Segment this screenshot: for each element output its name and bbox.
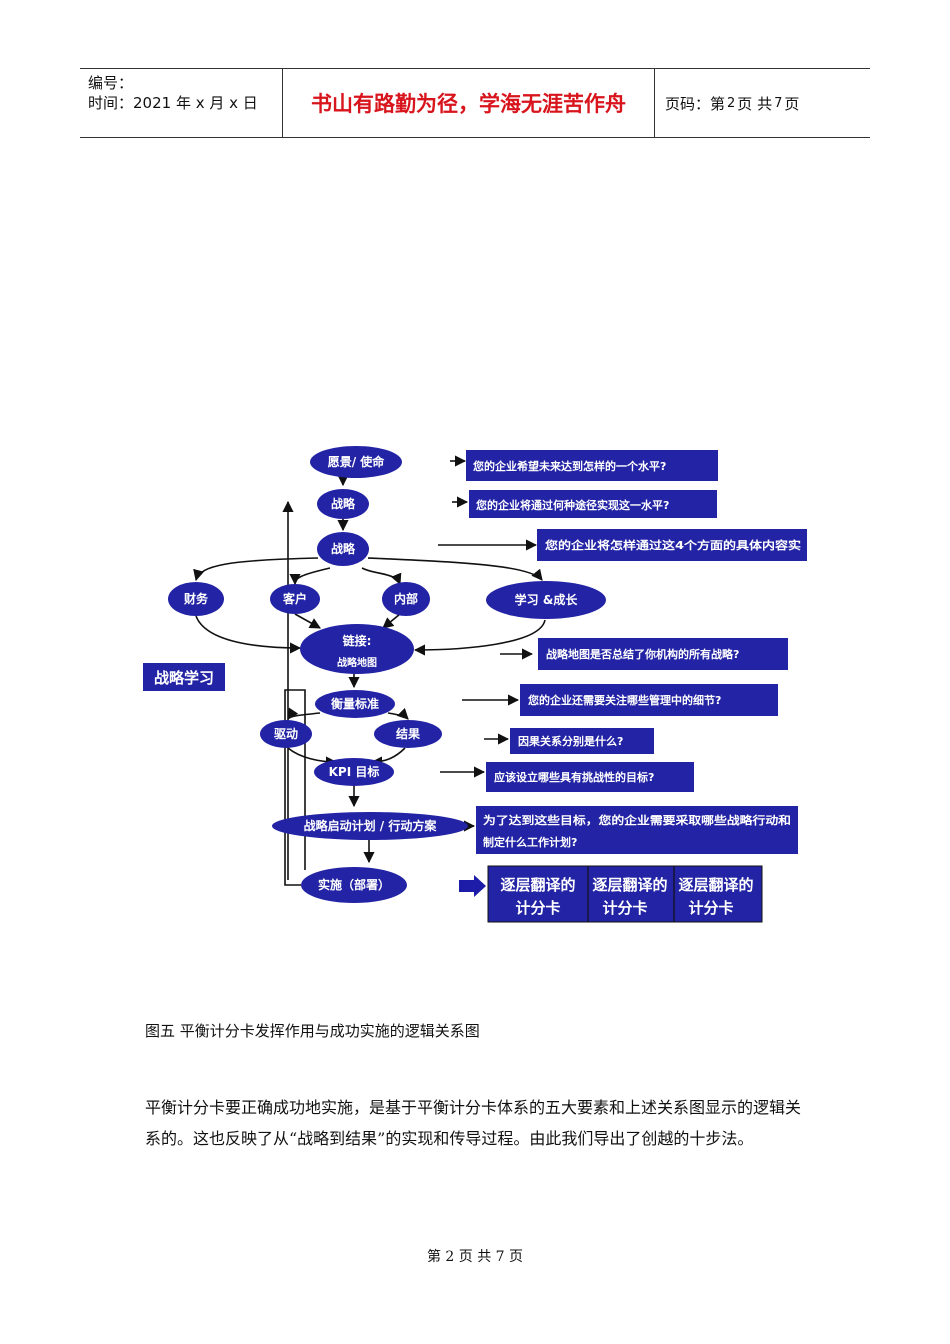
node-customer-label: 客户	[282, 591, 307, 606]
time-line: 时间：2021 年 x 月 x 日	[88, 94, 258, 112]
node-customer	[270, 584, 320, 614]
question-8-text-1: 为了达到这些目标，您的企业需要采取哪些战略行动和	[483, 813, 791, 827]
node-strategy1-label: 战略	[331, 496, 356, 511]
header-meta: 编号： 时间：2021 年 x 月 x 日	[80, 69, 282, 137]
node-strategy2-label: 战略	[331, 541, 356, 556]
page-footer: 第 2 页 共 7 页	[0, 1246, 950, 1266]
serial-label: 编号：	[88, 74, 134, 92]
question-box-5	[520, 684, 778, 716]
header-motto: 书山有路勤为径，学海无涯苦作舟	[282, 69, 655, 137]
question-8-text-2: 制定什么工作计划?	[483, 835, 577, 849]
node-link	[300, 624, 414, 674]
node-implement-label: 实施（部署）	[318, 877, 390, 892]
node-kpi	[314, 758, 394, 786]
question-box-3	[537, 529, 807, 561]
node-strategy1	[317, 489, 369, 519]
node-finance	[168, 582, 224, 616]
cascade-2-line1: 逐层翻译的	[592, 876, 667, 894]
node-strategy2	[317, 532, 369, 566]
question-box-4	[538, 638, 788, 670]
question-2-text: 您的企业将通过何种途径实现这一水平?	[476, 498, 669, 512]
footer-total: 7	[495, 1249, 505, 1265]
node-measures-label: 衡量标准	[331, 696, 379, 711]
node-finance-label: 财务	[183, 591, 209, 606]
node-driver	[260, 720, 312, 748]
header-page-info: 页码：第 2 页 共 7 页	[655, 69, 870, 137]
question-1-text: 您的企业希望未来达到怎样的一个水平?	[473, 459, 666, 473]
question-4-text: 战略地图是否总结了你机构的所有战略?	[546, 647, 739, 661]
footer-prefix: 第	[426, 1249, 441, 1265]
question-box-1	[466, 450, 718, 481]
diagram-connectors	[193, 455, 546, 886]
cascade-scorecards	[487, 865, 763, 923]
question-box-6	[510, 728, 654, 754]
question-3-text: 您的企业将怎样通过这4个方面的具体内容实	[545, 538, 801, 552]
side-label: 战略学习	[154, 669, 214, 687]
node-link-label-2: 战略地图	[337, 656, 377, 669]
question-7-text: 应该设立哪些具有挑战性的目标?	[494, 770, 654, 784]
question-6-text: 因果关系分别是什么?	[518, 734, 623, 748]
page-prefix: 页码：第	[665, 94, 726, 113]
node-link-label-1: 链接:	[343, 633, 372, 648]
cascade-1-line1: 逐层翻译的	[500, 876, 575, 894]
page-suffix: 页	[784, 94, 800, 113]
cascade-1-line2: 计分卡	[515, 899, 560, 917]
page-header: 编号： 时间：2021 年 x 月 x 日 书山有路勤为径，学海无涯苦作舟 页码…	[80, 68, 870, 138]
node-learning-label: 学习 &成长	[515, 592, 579, 607]
diagram-nodes	[168, 446, 606, 903]
question-box-8	[476, 806, 798, 854]
node-implement	[301, 867, 407, 903]
node-initiatives	[272, 812, 468, 840]
node-internal-label: 内部	[394, 591, 418, 606]
node-kpi-label: KPI 目标	[329, 764, 380, 779]
node-learning	[486, 581, 606, 619]
cascade-2-line2: 计分卡	[602, 899, 647, 917]
node-result-label: 结果	[396, 726, 420, 741]
node-vision	[310, 446, 402, 478]
figure-caption: 图五 平衡计分卡发挥作用与成功实施的逻辑关系图	[145, 1022, 480, 1040]
side-label-box	[143, 663, 225, 691]
node-internal	[382, 582, 430, 616]
node-initiatives-label: 战略启动计划 / 行动方案	[304, 818, 438, 833]
cascade-3-line2: 计分卡	[688, 899, 733, 917]
question-boxes	[466, 450, 807, 854]
footer-mid: 页 共	[458, 1249, 492, 1265]
page-total: 7	[774, 95, 783, 111]
node-vision-label: 愿景/ 使命	[328, 454, 386, 469]
question-box-7	[486, 762, 694, 792]
question-box-2	[469, 490, 717, 518]
node-driver-label: 驱动	[274, 727, 298, 741]
footer-suffix: 页	[509, 1249, 524, 1265]
footer-current: 2	[445, 1249, 455, 1265]
cascade-3-line1: 逐层翻译的	[678, 876, 753, 894]
body-paragraph: 平衡计分卡要正确成功地实施，是基于平衡计分卡体系的五大要素和上述关系图显示的逻辑…	[145, 1098, 802, 1148]
cascade-arrow	[459, 875, 486, 897]
question-5-text: 您的企业还需要关注哪些管理中的细节?	[528, 693, 721, 707]
node-result	[374, 720, 442, 748]
node-measures	[315, 690, 395, 718]
page-mid: 页 共	[737, 94, 773, 113]
page-current: 2	[727, 95, 736, 111]
